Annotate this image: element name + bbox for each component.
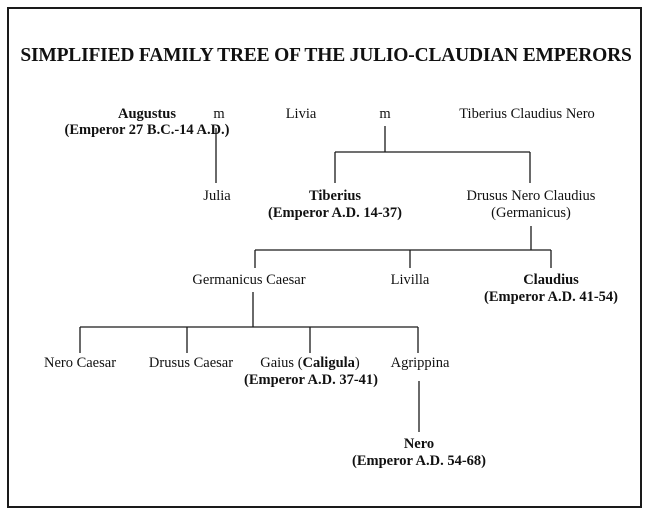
person-germanicus-caesar-name: Germanicus Caesar [192,272,306,288]
diagram-frame [7,7,642,508]
person-nero-note: (Emperor A.D. 54-68) [352,453,486,469]
person-drusus-note: (Germanicus) [491,205,571,221]
person-tiberius-claudius-nero-name: Tiberius Claudius Nero [459,106,595,122]
person-claudius-note: (Emperor A.D. 41-54) [484,289,618,305]
person-nero-caesar-name: Nero Caesar [43,355,117,371]
person-agrippina-name: Agrippina [390,355,450,371]
person-drusus-caesar-name: Drusus Caesar [148,355,234,371]
person-livilla-name: Livilla [390,272,430,288]
person-gaius-suffix: ) [354,355,360,371]
person-augustus-name: Augustus [117,106,177,122]
person-drusus-name: Drusus Nero Claudius [466,188,596,204]
person-gaius-name: Gaius (Caligula) [260,355,360,372]
person-gaius-note: (Emperor A.D. 37-41) [244,372,378,388]
person-augustus-note: (Emperor 27 B.C.-14 A.D.) [64,122,230,138]
marriage-symbol-augustus-livia: m [213,106,225,122]
marriage-symbol-livia-tiberius-claudius-nero: m [379,106,391,122]
person-tiberius-name: Tiberius [308,188,362,204]
person-gaius-caligula: Caligula [302,355,355,371]
person-nero-name: Nero [403,436,435,452]
person-julia-name: Julia [203,188,231,204]
diagram-title: SIMPLIFIED FAMILY TREE OF THE JULIO-CLAU… [20,45,632,66]
person-claudius-name: Claudius [523,272,579,288]
person-tiberius-note: (Emperor A.D. 14-37) [268,205,402,221]
person-livia-name: Livia [285,106,317,122]
person-gaius-prefix: Gaius ( [260,355,303,371]
